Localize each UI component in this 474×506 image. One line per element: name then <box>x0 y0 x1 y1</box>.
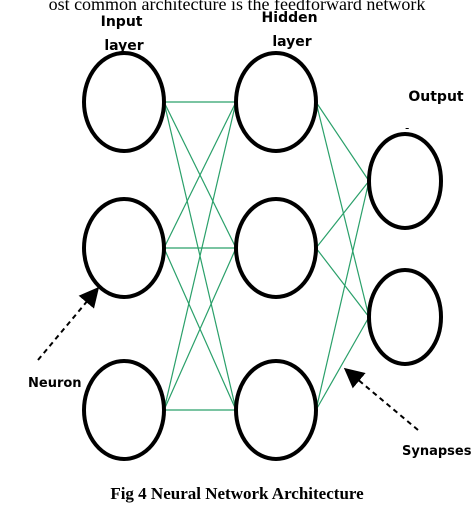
hidden-neuron-2 <box>234 197 318 299</box>
input-neuron-2 <box>82 197 166 299</box>
figure-caption: Fig 4 Neural Network Architecture <box>110 484 364 503</box>
synapse-hidden-3-to-output-2 <box>315 316 370 411</box>
neurons-group <box>82 51 443 461</box>
hidden-neuron-1 <box>234 51 318 153</box>
input-neuron-3 <box>82 359 166 461</box>
synapse-input-3-to-hidden-1 <box>163 101 237 411</box>
output-neuron-1 <box>367 132 443 230</box>
hidden-label-line-1: Hidden <box>262 10 318 26</box>
synapse-hidden-1-to-output-1 <box>315 101 370 182</box>
synapses-pointer: Synapses <box>343 367 472 459</box>
synapses-label: Synapses <box>402 444 472 459</box>
hidden-layer-label: Hidden layer <box>262 10 323 50</box>
input-label-line-2: layer <box>104 38 143 54</box>
top-text: ost common architecture is the feedforwa… <box>49 0 426 14</box>
input-neuron-1 <box>82 51 166 153</box>
synapse-hidden-3-to-output-1 <box>315 180 370 411</box>
synapse-hidden-2-to-output-2 <box>315 247 370 318</box>
synapses-group <box>163 101 370 411</box>
output-layer-label: Output <box>408 89 464 105</box>
output-dash: - <box>405 121 409 135</box>
neuron-pointer: Neuron <box>28 286 100 391</box>
output-neuron-2 <box>367 268 443 366</box>
synapse-input-2-to-hidden-1 <box>163 101 237 249</box>
layer-labels: Input layer Hidden layer Output - <box>101 10 464 135</box>
input-label-line-1: Input <box>101 14 143 30</box>
synapse-input-3-to-hidden-2 <box>163 247 237 411</box>
input-layer-label: Input layer <box>101 14 148 54</box>
synapse-hidden-1-to-output-2 <box>315 101 370 318</box>
hidden-label-line-2: layer <box>272 34 311 50</box>
neuron-label: Neuron <box>28 376 82 391</box>
synapses-arrow <box>343 367 419 431</box>
neuron-arrow <box>37 286 100 361</box>
hidden-neuron-3 <box>234 359 318 461</box>
synapse-hidden-2-to-output-1 <box>315 180 370 249</box>
